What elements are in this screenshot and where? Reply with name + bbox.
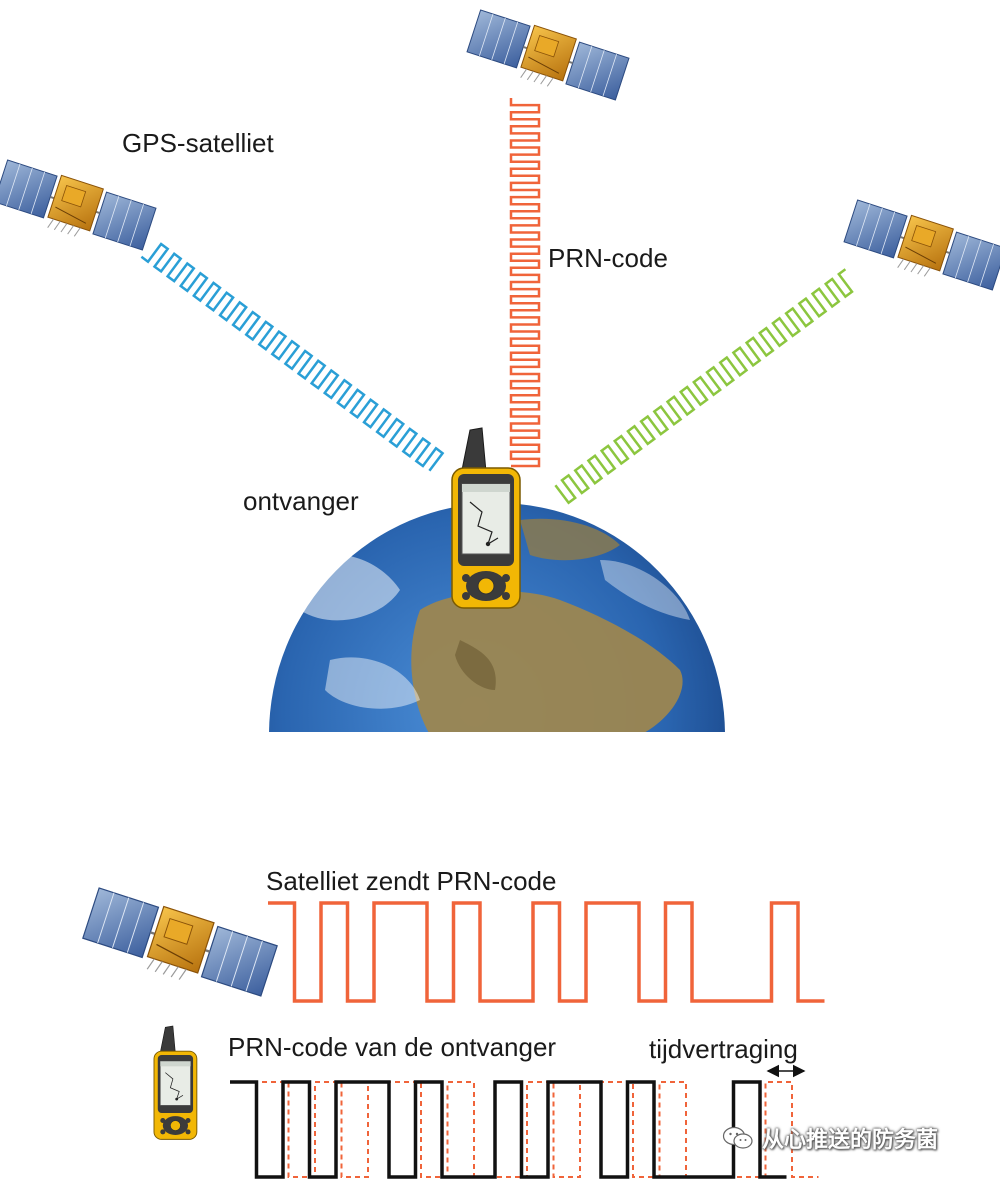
satellite-icon <box>0 158 157 258</box>
prn-signal-blue <box>141 244 442 471</box>
satellite-icon <box>80 886 278 1005</box>
satellite-icon <box>842 198 1000 298</box>
wechat-icon <box>722 1125 754 1151</box>
watermark: 从心推送的防务菌 <box>722 1122 938 1154</box>
prn-code-label: PRN-code <box>548 243 668 274</box>
receiver-label: ontvanger <box>243 486 359 517</box>
satellite-prn-waveform <box>268 903 825 1001</box>
watermark-text: 从心推送的防务菌 <box>762 1122 938 1154</box>
gps-receiver-icon <box>154 1026 197 1139</box>
satellite-icon <box>465 8 630 108</box>
receiver-prn-waveform <box>230 1082 787 1177</box>
satellite-label: GPS-satelliet <box>122 128 274 159</box>
prn-signal-orange <box>511 98 539 466</box>
receiver-prn-label: PRN-code van de ontvanger <box>228 1032 556 1063</box>
satellite-sends-label: Satelliet zendt PRN-code <box>266 866 556 897</box>
prn-signal-green <box>555 269 852 503</box>
time-delay-label: tijdvertraging <box>649 1034 798 1065</box>
